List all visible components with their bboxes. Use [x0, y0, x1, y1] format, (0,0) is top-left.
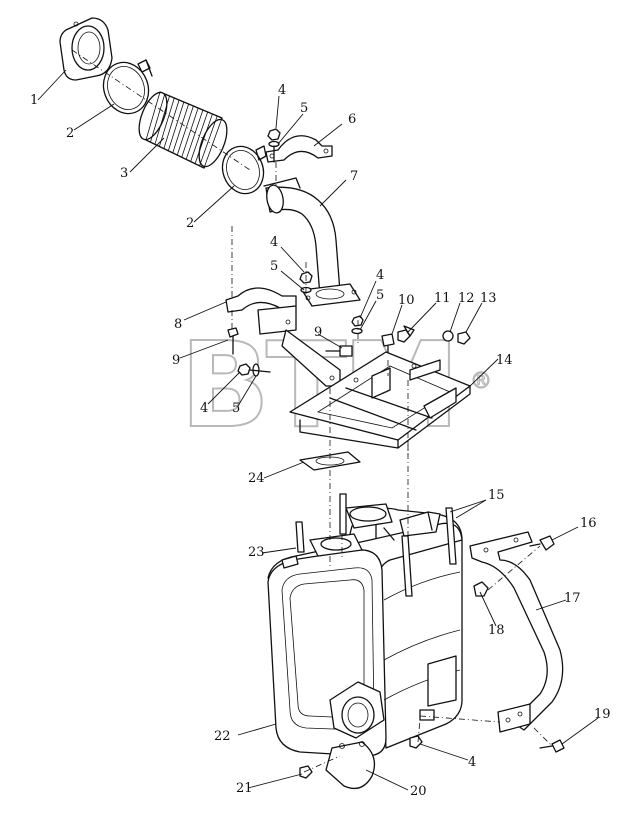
- callout-5: 5: [270, 259, 278, 274]
- callout-9: 9: [172, 353, 180, 368]
- callout-24: 24: [248, 471, 265, 486]
- callout-4: 4: [270, 235, 278, 250]
- callout-5: 5: [300, 101, 308, 116]
- assembly-centerlines: [71, 49, 553, 773]
- part-2-clamp-lower: [221, 145, 267, 195]
- callout-10: 10: [398, 293, 415, 308]
- callout-8: 8: [174, 317, 182, 332]
- callout-11: 11: [434, 291, 451, 306]
- callout-14: 14: [496, 353, 513, 368]
- part-3-flex-hose: [138, 91, 228, 169]
- part-14-mounting-frame: [289, 351, 471, 449]
- part-4-5-left-nut: [237, 363, 271, 377]
- parts-16-18-19-fasteners: [473, 535, 565, 753]
- part-4-5-bolt-top: [267, 128, 281, 163]
- part-1-flange: [59, 17, 113, 81]
- callout-5: 5: [376, 288, 384, 303]
- callout-23: 23: [248, 545, 265, 560]
- callout-12: 12: [458, 291, 475, 306]
- part-9-bolts: [227, 327, 353, 357]
- part-20-heat-shield: [325, 741, 376, 790]
- callout-4: 4: [278, 83, 286, 98]
- watermark-registered-mark: ®: [470, 369, 492, 394]
- leader-lines: [37, 69, 599, 791]
- callout-4: 4: [200, 401, 208, 416]
- part-7-bent-pipe: [263, 177, 361, 307]
- callout-16: 16: [580, 516, 597, 531]
- callout-6: 6: [348, 112, 356, 127]
- callout-13: 13: [480, 291, 497, 306]
- callout-3: 3: [120, 166, 128, 181]
- callout-19: 19: [594, 707, 611, 722]
- part-17-support-arm: [469, 531, 564, 733]
- callout-20: 20: [410, 784, 427, 799]
- callout-15: 15: [488, 488, 505, 503]
- callout-4: 4: [376, 268, 384, 283]
- callout-2: 2: [66, 126, 74, 141]
- callout-21: 21: [236, 781, 253, 796]
- part-22-muffler: [267, 493, 463, 757]
- part-2-clamp-upper: [102, 59, 153, 115]
- part-8-bracket-clamp: [225, 287, 341, 387]
- callout-22: 22: [214, 729, 231, 744]
- callout-1: 1: [30, 93, 38, 108]
- callout-18: 18: [488, 623, 505, 638]
- callout-4: 4: [468, 755, 476, 770]
- parts-10-13-hardware: [381, 325, 471, 361]
- callout-7: 7: [350, 169, 358, 184]
- callout-5: 5: [232, 401, 240, 416]
- callout-17: 17: [564, 591, 581, 606]
- callout-2: 2: [186, 216, 194, 231]
- callout-9: 9: [314, 325, 322, 340]
